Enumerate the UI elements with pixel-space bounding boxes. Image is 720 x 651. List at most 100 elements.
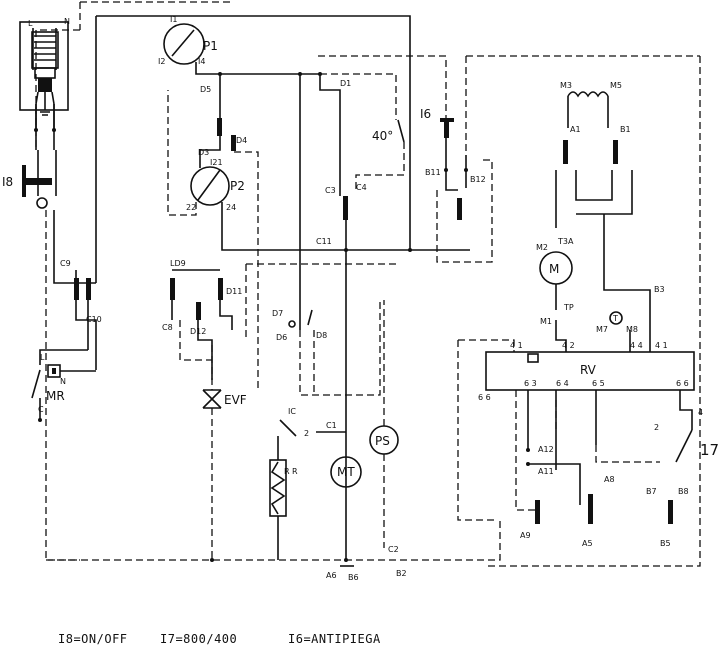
svg-text:I2: I2 xyxy=(158,57,165,66)
svg-text:6 6: 6 6 xyxy=(478,393,491,402)
svg-text:RV: RV xyxy=(580,363,597,377)
svg-text:B6: B6 xyxy=(348,573,359,582)
svg-text:B11: B11 xyxy=(425,168,441,177)
svg-text:I1: I1 xyxy=(170,15,177,24)
svg-text:D6: D6 xyxy=(276,333,287,342)
selector-p2: I21 P2 22 24 xyxy=(186,158,245,212)
svg-text:D11: D11 xyxy=(226,287,242,296)
svg-text:N: N xyxy=(64,17,70,26)
svg-text:C11: C11 xyxy=(316,237,332,246)
svg-text:A5: A5 xyxy=(582,539,593,548)
legend-antipiega: I6=ANTIPIEGA xyxy=(288,632,381,646)
svg-text:B2: B2 xyxy=(396,569,407,578)
mains-plug: L N xyxy=(19,17,70,116)
svg-text:M: M xyxy=(549,262,559,276)
motor-field-coil: M3 M5 A1 B1 xyxy=(560,81,631,164)
svg-text:P1: P1 xyxy=(203,39,218,53)
thermostat-40: 40° xyxy=(372,119,405,143)
svg-text:4 4: 4 4 xyxy=(630,341,643,350)
svg-text:M5: M5 xyxy=(610,81,622,90)
svg-text:6 6: 6 6 xyxy=(676,379,689,388)
svg-text:T3A: T3A xyxy=(557,237,574,246)
svg-text:LD9: LD9 xyxy=(170,259,186,268)
svg-text:N: N xyxy=(60,377,66,386)
switch-17: 2 4 17 xyxy=(654,408,719,463)
svg-text:6 3: 6 3 xyxy=(524,379,537,388)
module-rv: RV 4 1 4 2 4 4 4 1 6 3 6 4 6 5 6 6 6 6 xyxy=(478,341,695,402)
svg-text:D7: D7 xyxy=(272,309,283,318)
svg-text:A11: A11 xyxy=(538,467,554,476)
svg-text:P2: P2 xyxy=(230,179,245,193)
svg-text:C1: C1 xyxy=(326,421,337,430)
svg-text:17: 17 xyxy=(700,441,719,459)
relay-block-ld9: LD9 D11 C8 D12 xyxy=(162,259,242,336)
heater-r: IC 2 R R xyxy=(269,407,309,517)
svg-text:A12: A12 xyxy=(538,445,554,454)
svg-text:D4: D4 xyxy=(236,136,247,145)
svg-text:D3: D3 xyxy=(198,148,209,157)
svg-text:M2: M2 xyxy=(536,243,548,252)
svg-text:C3: C3 xyxy=(325,186,336,195)
svg-text:B7: B7 xyxy=(646,487,657,496)
svg-text:B12: B12 xyxy=(470,175,486,184)
svg-text:D8: D8 xyxy=(316,331,327,340)
svg-text:R: R xyxy=(292,467,298,476)
svg-text:40°: 40° xyxy=(372,129,393,143)
svg-text:2: 2 xyxy=(654,423,659,432)
svg-text:2: 2 xyxy=(304,429,309,438)
svg-text:A9: A9 xyxy=(520,531,531,540)
svg-text:IC: IC xyxy=(288,407,296,416)
svg-text:L: L xyxy=(40,353,45,362)
svg-text:4 2: 4 2 xyxy=(562,341,575,350)
svg-text:MT: MT xyxy=(337,465,355,479)
svg-text:M7: M7 xyxy=(596,325,608,334)
svg-text:D5: D5 xyxy=(200,85,211,94)
svg-text:M3: M3 xyxy=(560,81,572,90)
svg-text:L: L xyxy=(28,19,33,28)
svg-text:6 4: 6 4 xyxy=(556,379,569,388)
svg-text:C: C xyxy=(38,405,44,414)
switch-i6: I6 B11 B12 xyxy=(420,107,486,184)
svg-text:M8: M8 xyxy=(626,325,638,334)
temp-sensor-t: T M7 M8 xyxy=(596,311,638,334)
svg-text:B5: B5 xyxy=(660,539,671,548)
svg-text:C4: C4 xyxy=(356,183,367,192)
legend-speed: I7=800/400 xyxy=(160,632,238,646)
svg-text:I21: I21 xyxy=(210,158,223,167)
svg-text:A8: A8 xyxy=(604,475,615,484)
svg-text:4 1: 4 1 xyxy=(655,341,668,350)
svg-text:D1: D1 xyxy=(340,79,351,88)
svg-text:MR: MR xyxy=(46,389,65,403)
svg-text:C8: C8 xyxy=(162,323,173,332)
svg-text:24: 24 xyxy=(226,203,236,212)
svg-text:6 5: 6 5 xyxy=(592,379,605,388)
svg-text:4: 4 xyxy=(698,408,703,417)
svg-text:I8: I8 xyxy=(2,175,13,189)
svg-text:B8: B8 xyxy=(678,487,689,496)
drain-pump-m: M M2 TP M1 xyxy=(536,243,574,326)
svg-text:TP: TP xyxy=(563,303,574,312)
motor-relay-mr: L N C MR xyxy=(31,353,66,414)
legend-on-off: I8=ON/OFF xyxy=(58,632,128,646)
svg-text:T: T xyxy=(612,314,618,323)
svg-text:M1: M1 xyxy=(540,317,552,326)
svg-text:C9: C9 xyxy=(60,259,71,268)
svg-text:22: 22 xyxy=(186,203,196,212)
svg-text:C2: C2 xyxy=(388,545,399,554)
relay-d7-d8: D7 D6 D8 xyxy=(272,300,327,342)
svg-text:A1: A1 xyxy=(570,125,581,134)
pressure-switch-ps: PS xyxy=(369,425,399,455)
selector-p1: I1 I2 I4 P1 xyxy=(158,15,218,66)
svg-text:B3: B3 xyxy=(654,285,665,294)
svg-text:PS: PS xyxy=(375,434,390,448)
motor-mt: MT xyxy=(330,456,362,488)
svg-text:4 1: 4 1 xyxy=(510,341,523,350)
svg-text:I4: I4 xyxy=(198,57,205,66)
svg-text:I6: I6 xyxy=(420,107,431,121)
svg-text:EVF: EVF xyxy=(224,393,247,407)
svg-text:R: R xyxy=(284,467,290,476)
solenoid-valve-evf: EVF xyxy=(202,389,247,409)
svg-text:A6: A6 xyxy=(326,571,337,580)
switch-i8: I8 xyxy=(2,150,57,209)
